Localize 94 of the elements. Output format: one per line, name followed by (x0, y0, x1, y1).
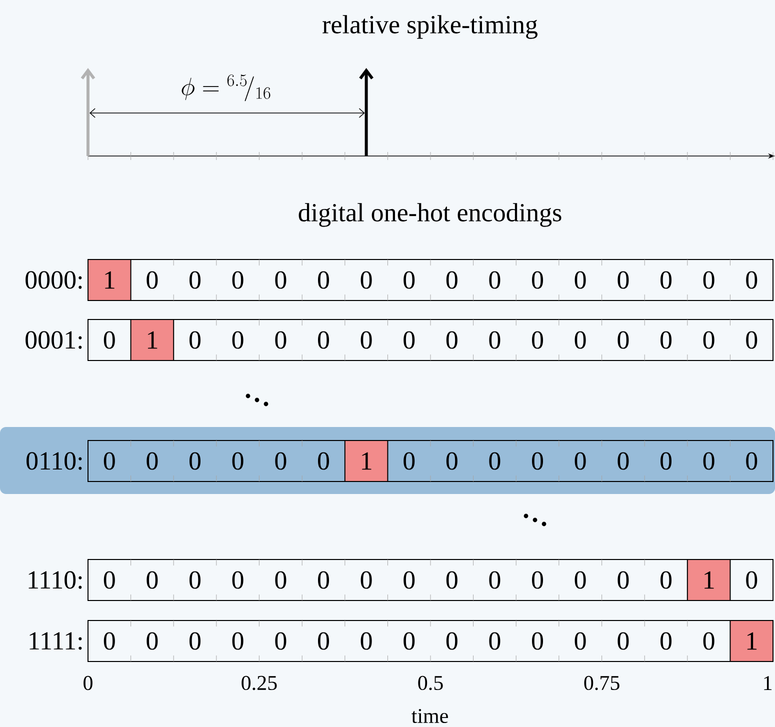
digit: 0 (318, 632, 330, 650)
digit: 0 (190, 452, 201, 470)
tick-label: 0.25 (242, 676, 277, 690)
digit: 0 (746, 571, 758, 589)
digit: 0 (232, 331, 244, 349)
digit: 0 (618, 331, 629, 349)
digit: 0 (404, 331, 415, 349)
tick-label: 1 (764, 676, 772, 690)
digit: 0 (104, 452, 115, 470)
digit: 0 (574, 632, 586, 650)
digit: 0 (146, 452, 158, 470)
digit: 0 (404, 271, 415, 289)
digit: 0 (232, 271, 244, 289)
digit: 0 (446, 331, 458, 349)
digit: 0 (360, 632, 372, 650)
digit: 0 (318, 452, 330, 470)
digit: 0 (275, 632, 286, 650)
digit: 0 (618, 271, 629, 289)
digit: 0 (318, 271, 330, 289)
digit: 0 (660, 452, 672, 470)
digit: 0 (104, 331, 115, 349)
digit: 0 (446, 632, 458, 650)
digit: 0 (746, 271, 758, 289)
digit: 0 (746, 331, 758, 349)
digit: 0 (232, 452, 244, 470)
digit: 0 (532, 452, 544, 470)
digit: 0 (190, 331, 201, 349)
digit: 0 (660, 331, 672, 349)
hot-cell: 1 (130, 319, 174, 361)
digit: 0 (146, 271, 158, 289)
digit: 0 (703, 331, 714, 349)
digit: 0 (532, 571, 544, 589)
digit: 0 (190, 271, 201, 289)
digit: 0 (146, 632, 158, 650)
digit: 0 (360, 331, 372, 349)
digit: 0 (660, 632, 672, 650)
row-label: 0110: (26, 452, 82, 470)
digit: 0 (232, 571, 244, 589)
digit: 0 (703, 452, 714, 470)
digit: 0 (318, 331, 330, 349)
digit: 0 (275, 271, 286, 289)
digit: 0 (446, 452, 458, 470)
digit: 0 (618, 571, 629, 589)
digit: 0 (703, 632, 714, 650)
digit: 0 (489, 632, 500, 650)
digit: 0 (275, 452, 286, 470)
digit: 0 (574, 571, 586, 589)
digit: 0 (318, 571, 330, 589)
digit: 0 (404, 571, 415, 589)
digit: 0 (446, 271, 458, 289)
digit: 0 (489, 331, 500, 349)
digit: 0 (232, 632, 244, 650)
digit: 0 (275, 331, 286, 349)
digit: 0 (574, 331, 586, 349)
digit: 0 (489, 271, 500, 289)
digit: 0 (489, 571, 500, 589)
digit: 0 (532, 331, 544, 349)
hot-cell: 1 (344, 440, 388, 482)
row-label: 0000: (26, 271, 82, 289)
digit: 0 (404, 632, 415, 650)
digit: 0 (104, 571, 115, 589)
tick-label: 0.5 (418, 676, 443, 690)
tick-label: 0 (84, 676, 92, 690)
digit: 0 (746, 452, 758, 470)
digit: 0 (104, 632, 115, 650)
title: relative spike-timing (322, 15, 538, 39)
axis-label: time (412, 708, 448, 724)
digit: 0 (190, 571, 201, 589)
digit: 0 (660, 271, 672, 289)
digit: 0 (532, 271, 544, 289)
digit: 0 (404, 452, 415, 470)
digit: 0 (360, 571, 372, 589)
digit: 0 (190, 632, 201, 650)
digit: 0 (660, 571, 672, 589)
digit: 0 (489, 452, 500, 470)
digit: 0 (360, 271, 372, 289)
tick-label: 0.75 (584, 676, 620, 690)
row-label: 1111: (30, 632, 82, 650)
phase-formula: $\phi = {}^{6.5}\!/_{16}$ (182, 74, 270, 102)
hot-cell: 1 (686, 559, 731, 601)
heading: digital one-hot encodings (298, 203, 562, 227)
digit: 0 (574, 271, 586, 289)
row-label: 1110: (28, 571, 82, 589)
digit: 0 (275, 571, 286, 589)
hot-cell: 1 (88, 259, 132, 301)
digit: 0 (618, 452, 629, 470)
digit: 0 (146, 571, 158, 589)
digit: 0 (446, 571, 458, 589)
hot-cell: 1 (730, 620, 774, 662)
digit: 0 (532, 632, 544, 650)
row-label: 0001: (26, 331, 82, 349)
digit: 0 (703, 271, 714, 289)
digit: 0 (618, 632, 629, 650)
digit: 0 (574, 452, 586, 470)
